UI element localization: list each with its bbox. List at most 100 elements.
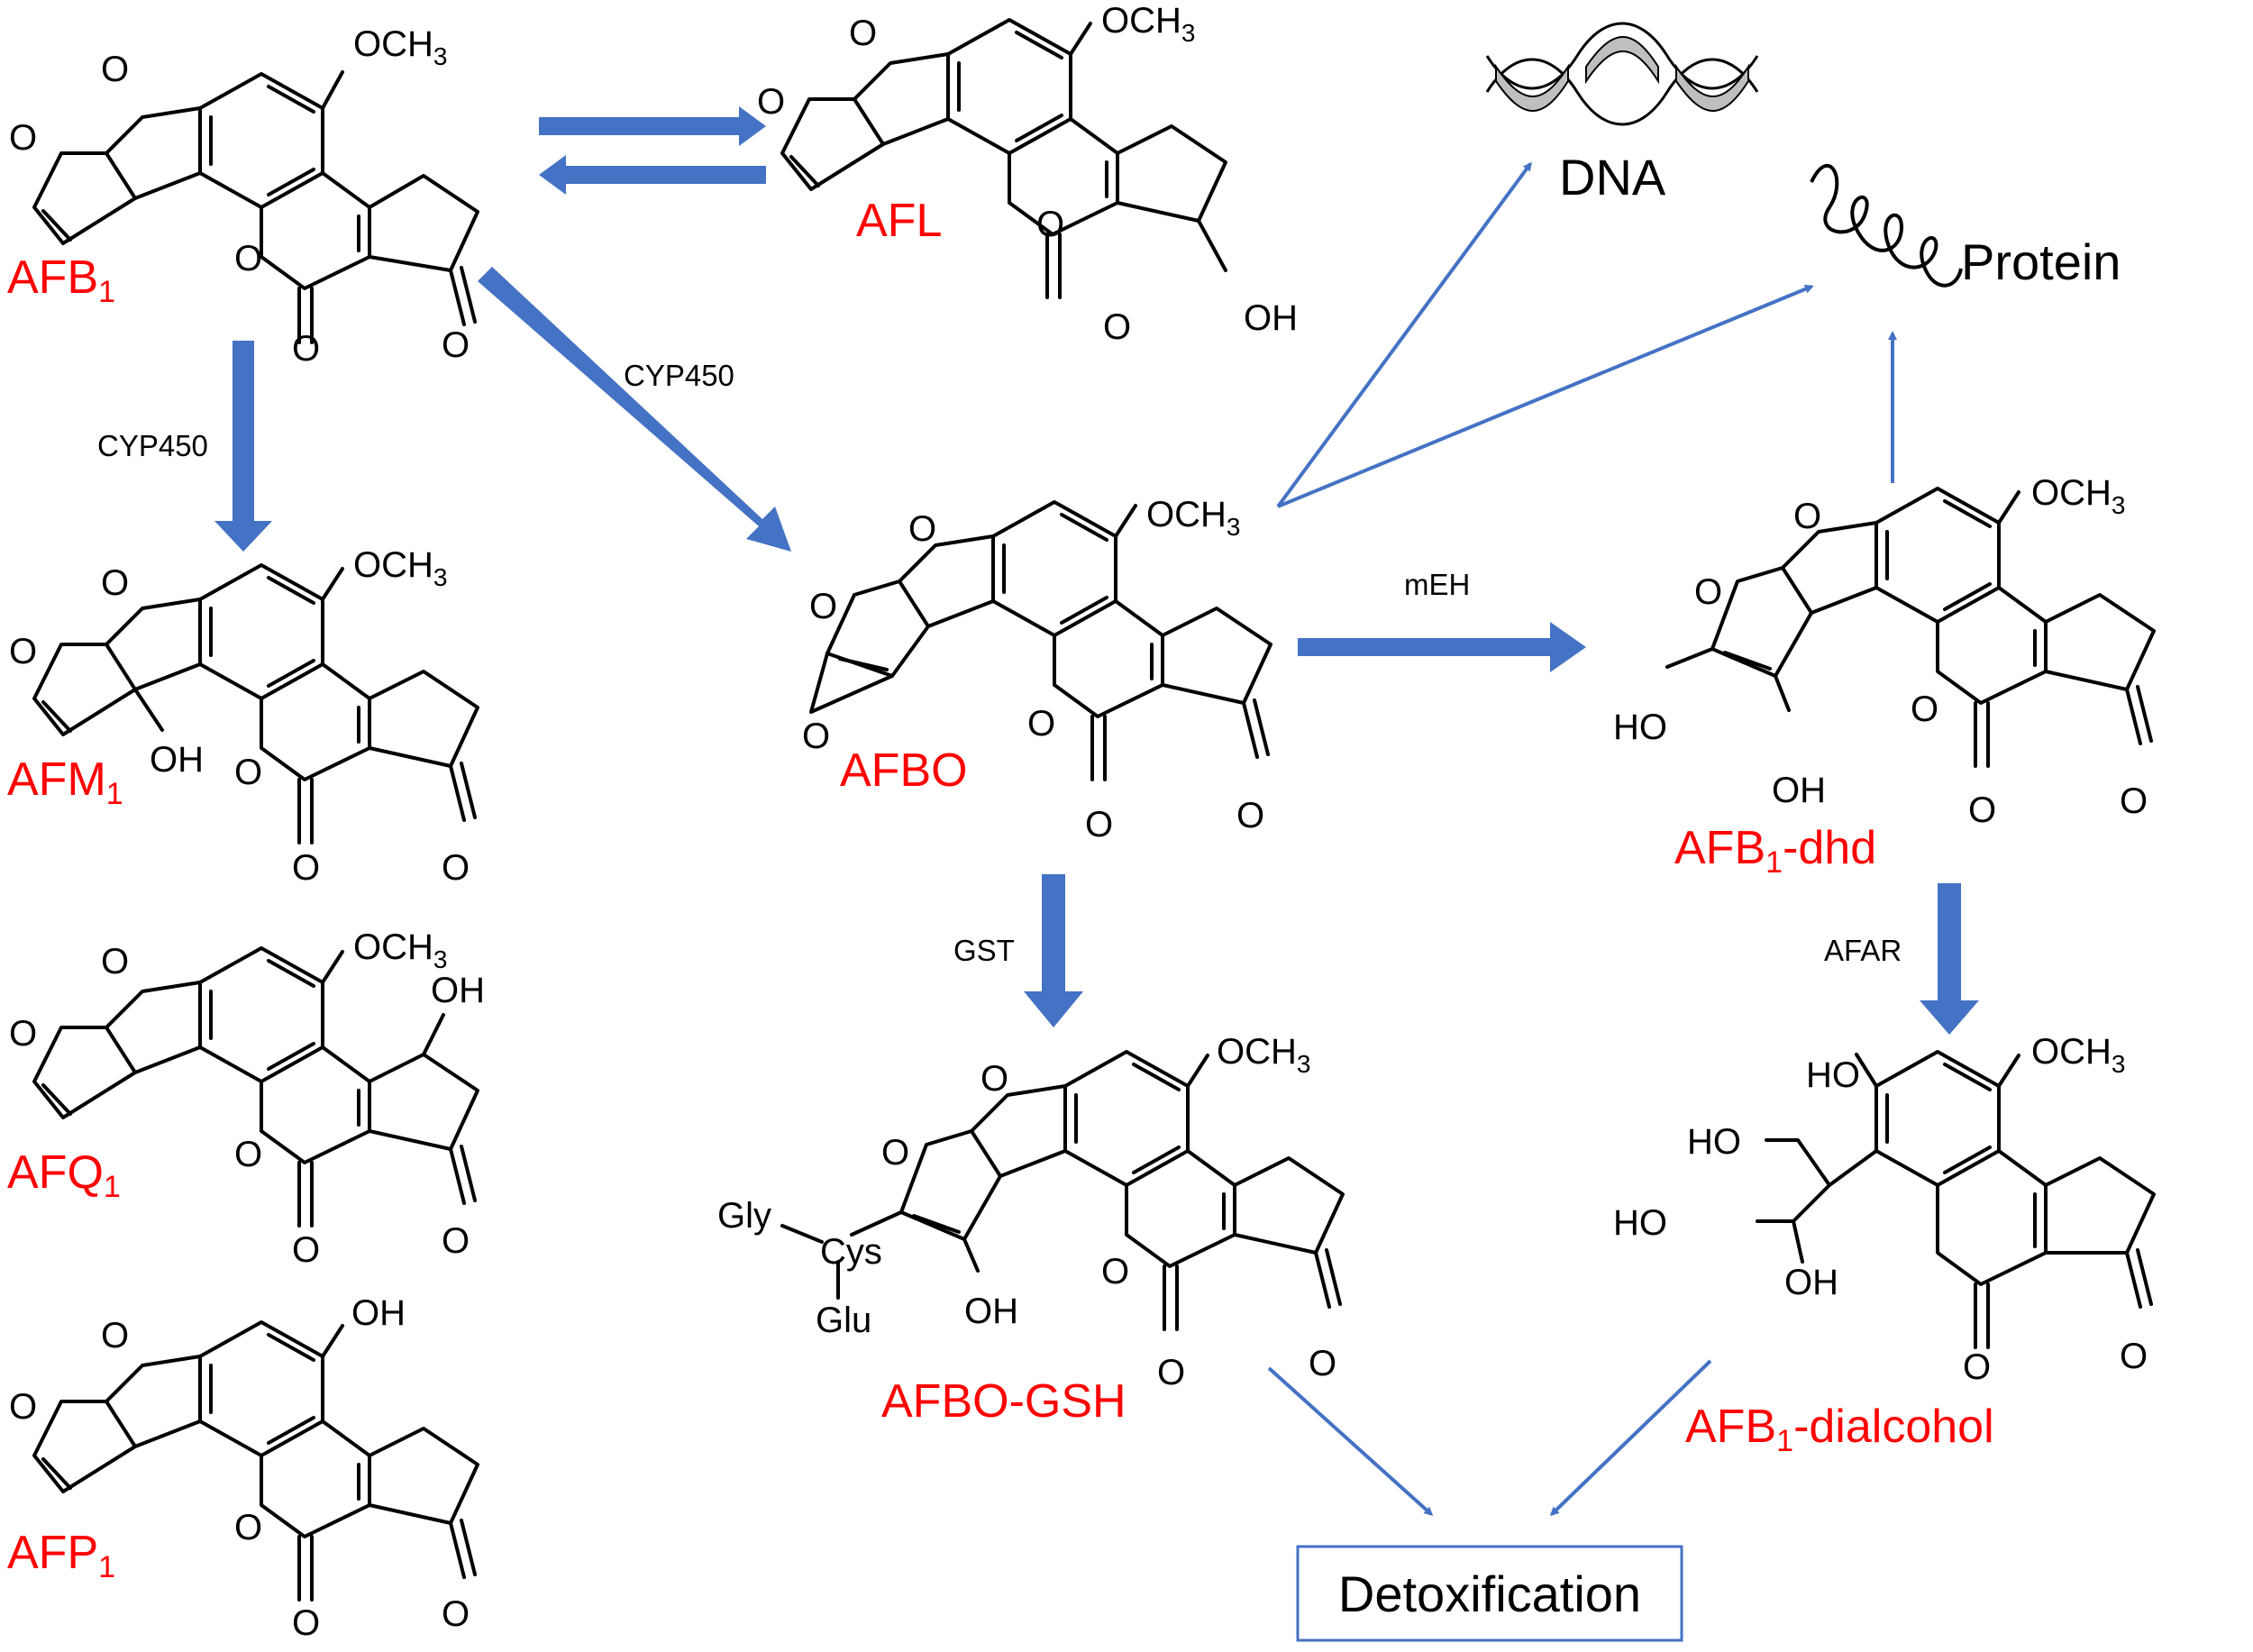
- afq1-och3: OCH3: [353, 927, 447, 973]
- afq1-o2: O: [9, 1014, 37, 1054]
- afb1-o3: O: [234, 239, 262, 278]
- enzyme-gst: GST: [953, 934, 1015, 967]
- gsh-cys: Cys: [820, 1232, 882, 1272]
- gsh-glu: Glu: [816, 1301, 871, 1340]
- label-afm1: AFM1: [7, 753, 123, 811]
- afp1-oh: OH: [351, 1293, 406, 1333]
- arrow-afbo-to-dhd: [1298, 622, 1586, 672]
- afp1-o2: O: [9, 1387, 37, 1427]
- dialcohol-ho-1: HO: [1687, 1122, 1741, 1162]
- afbo-gsh-o3: O: [1101, 1252, 1129, 1291]
- protein-coil-icon: [1810, 163, 1963, 288]
- afbo-o2: O: [809, 587, 837, 626]
- dialcohol-oh: OH: [1784, 1263, 1838, 1302]
- dialcohol-o2: O: [2120, 1337, 2148, 1376]
- arrow-afbo-to-gsh: [1024, 874, 1083, 1027]
- dialcohol-ho-ring: HO: [1806, 1055, 1860, 1095]
- afl-o4: O: [1103, 307, 1131, 347]
- afm1-o4: O: [292, 848, 320, 888]
- afm1-o1: O: [101, 563, 129, 603]
- label-afb1-dialcohol: AFB1-dialcohol: [1685, 1401, 1994, 1458]
- arrow-afb1-to-afl: [539, 106, 766, 146]
- afq1-o5: O: [442, 1221, 470, 1261]
- arrow-afb1-to-afm1: [214, 341, 272, 552]
- afbo-gsh-o5: O: [1309, 1344, 1336, 1383]
- afbo-o-epoxide: O: [802, 716, 830, 756]
- afb1-o4: O: [292, 329, 320, 369]
- afbo-gsh-oh: OH: [964, 1291, 1018, 1331]
- afm1-och3: OCH3: [353, 545, 447, 591]
- label-afbo-gsh: AFBO-GSH: [881, 1375, 1126, 1428]
- afb1-dhd-o3: O: [1911, 689, 1938, 729]
- arrow-afb1-to-afbo: [478, 267, 791, 552]
- afq1-o4: O: [292, 1230, 320, 1270]
- afp1-o5: O: [442, 1594, 470, 1634]
- afm1-o5: O: [442, 848, 470, 888]
- afb1-o2: O: [9, 118, 37, 158]
- label-afp1: AFP1: [7, 1527, 115, 1584]
- afbo-o5: O: [1236, 796, 1264, 835]
- afq1-o3: O: [234, 1135, 262, 1174]
- arrow-dialcohol-to-detox: [1549, 1359, 1712, 1517]
- afbo-o1: O: [908, 509, 936, 549]
- afb1-dhd-o5: O: [2120, 781, 2148, 821]
- dialcohol-o1: O: [1963, 1347, 1991, 1387]
- label-afb1-dhd: AFB1-dhd: [1674, 822, 1876, 880]
- afbo-gsh-o2: O: [881, 1133, 909, 1173]
- afb1-dhd-oh: OH: [1772, 771, 1826, 810]
- afl-oh: OH: [1244, 298, 1298, 338]
- afl-o3: O: [1036, 205, 1064, 244]
- arrow-gsh-to-detox: [1267, 1366, 1434, 1517]
- afb1-o1: O: [101, 50, 129, 89]
- dialcohol-och3: OCH3: [2031, 1032, 2125, 1078]
- afl-o2: O: [757, 82, 785, 122]
- afq1-o1: O: [101, 942, 129, 981]
- enzyme-afar: AFAR: [1824, 934, 1902, 967]
- afl-o1: O: [849, 14, 877, 53]
- afb1-dhd-o2: O: [1694, 572, 1722, 612]
- afb1-och3: OCH3: [353, 24, 447, 70]
- structure-afbo: [809, 500, 1272, 781]
- structure-afp1: [32, 1320, 479, 1602]
- arrow-afbo-to-protein: [1277, 285, 1814, 508]
- detox-label: Detoxification: [1338, 1565, 1641, 1622]
- target-dna: DNA: [1559, 149, 1666, 205]
- afp1-o3: O: [234, 1508, 262, 1547]
- label-afl: AFL: [856, 195, 942, 247]
- afbo-gsh-o4: O: [1157, 1353, 1185, 1392]
- structure-afb1: [32, 70, 479, 344]
- afm1-o3: O: [234, 753, 262, 792]
- afb1-o5: O: [442, 325, 470, 365]
- afq1-oh: OH: [431, 971, 485, 1010]
- enzyme-cyp450-diag: CYP450: [624, 359, 734, 392]
- detox-box: [1296, 1545, 1683, 1642]
- afm1-oh: OH: [150, 740, 204, 780]
- arrow-afl-to-afb1: [539, 155, 766, 195]
- afb1-dhd-o1: O: [1793, 497, 1821, 536]
- arrow-dhd-to-dialcohol: [1920, 883, 1979, 1035]
- afbo-o4: O: [1085, 805, 1113, 844]
- structure-afbo-gsh: [850, 1050, 1345, 1331]
- afp1-o4: O: [292, 1603, 320, 1643]
- label-afq1: AFQ1: [7, 1146, 121, 1204]
- afbo-o3: O: [1027, 704, 1055, 744]
- afb1-dhd-o4: O: [1968, 790, 1996, 830]
- afb1-dhd-ho: HO: [1613, 707, 1667, 747]
- structure-afl: [780, 18, 1227, 299]
- gly-cys-bond: [780, 1224, 824, 1244]
- enzyme-cyp450-down: CYP450: [97, 429, 208, 462]
- dialcohol-ho-2: HO: [1613, 1203, 1667, 1243]
- structure-afb1-dialcohol: [1756, 1050, 2156, 1349]
- gsh-gly: Gly: [717, 1196, 771, 1236]
- structure-afb1-dhd: [1665, 487, 2156, 768]
- structure-afq1: [32, 946, 479, 1228]
- arrow-afbo-to-dna: [1276, 161, 1532, 508]
- label-afbo: AFBO: [840, 744, 968, 797]
- dna-helix-icon: [1485, 22, 1759, 126]
- target-protein: Protein: [1961, 233, 2121, 290]
- afbo-och3: OCH3: [1146, 495, 1240, 541]
- afbo-gsh-o1: O: [981, 1059, 1008, 1099]
- structure-afm1: [32, 563, 479, 844]
- label-afb1: AFB1: [7, 251, 115, 309]
